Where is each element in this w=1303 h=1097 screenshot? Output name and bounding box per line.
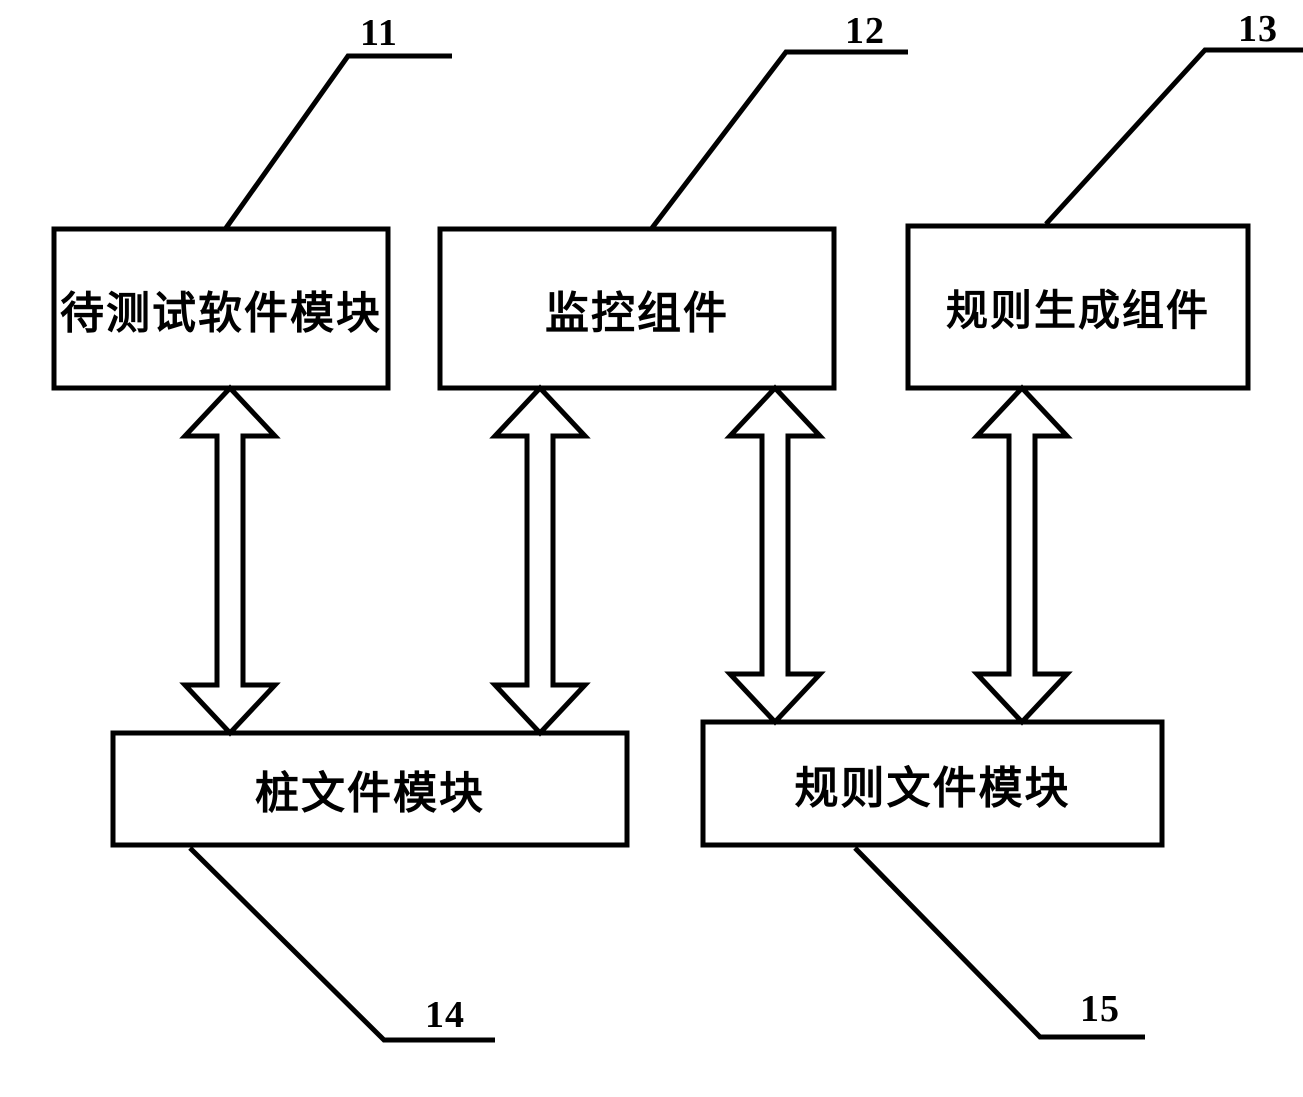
connector-rule-generation-to-rule-file (971, 384, 1073, 726)
block-rect-stub-file-module (110, 730, 630, 848)
connector-monitoring-to-stub-file (489, 384, 591, 737)
ref-numeral-12: 12 (845, 10, 885, 52)
connector-monitoring-to-rule-file (724, 384, 826, 726)
ref-numeral-15: 15 (1080, 988, 1120, 1030)
leader-line-11 (223, 53, 452, 230)
block-rect-monitoring-component (437, 226, 837, 391)
leader-line-14 (188, 846, 495, 1043)
connector-software-under-test-to-stub-file (179, 384, 281, 737)
block-rect-rule-file-module (700, 719, 1165, 848)
leader-line-13 (1044, 47, 1303, 226)
ref-numeral-13: 13 (1238, 8, 1278, 50)
block-rectangles (51, 223, 1251, 848)
block-rect-software-under-test-module (51, 226, 391, 391)
block-rect-rule-generation-component (905, 223, 1251, 391)
leader-line-12 (650, 49, 908, 230)
connector-arrows (179, 384, 1073, 737)
ref-numeral-11: 11 (360, 12, 398, 54)
leader-line-15 (853, 846, 1145, 1040)
ref-numeral-14: 14 (425, 994, 465, 1036)
reference-leader-lines (188, 47, 1303, 1043)
